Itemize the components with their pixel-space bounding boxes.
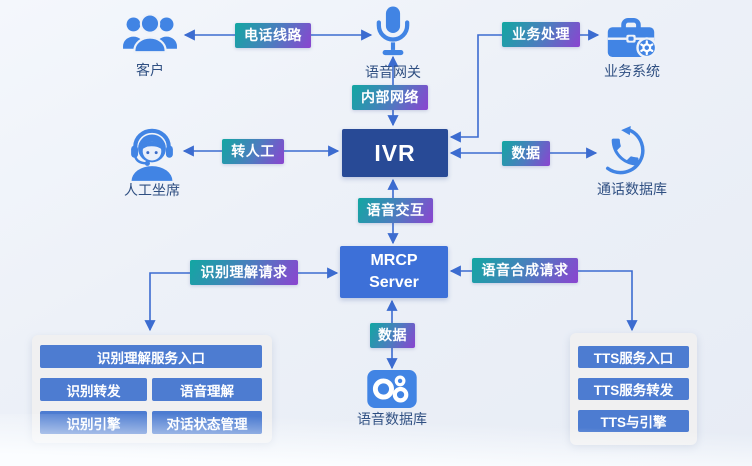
- recognition-engine-box: 识别引擎: [40, 411, 147, 434]
- agent-caption: 人工坐席: [124, 182, 180, 198]
- edge-label-phone-line: 电话线路: [235, 23, 311, 48]
- edge-label-data-right: 数据: [502, 141, 550, 166]
- customers-icon: [123, 14, 177, 54]
- tts-panel: TTS服务入口 TTS服务转发 TTS与引擎: [570, 333, 697, 445]
- asr-panel: 识别理解服务入口 识别转发 语音理解 识别引擎 对话状态管理: [32, 335, 272, 443]
- voice-database-icon: [367, 370, 417, 408]
- phone-sync-icon: [605, 126, 645, 175]
- asr-entry-box: 识别理解服务入口: [40, 345, 262, 368]
- tts-forward-box: TTS服务转发: [578, 378, 689, 400]
- toolbox-gear-icon: [607, 18, 657, 59]
- mrcp-server-box: MRCP Server: [340, 246, 448, 298]
- connector-business-processing: [449, 29, 600, 143]
- edge-label-to-agent: 转人工: [222, 139, 284, 164]
- edge-label-synthesis-request: 语音合成请求: [472, 258, 578, 283]
- edge-label-data-bottom: 数据: [370, 323, 415, 348]
- customers-caption: 客户: [136, 62, 164, 78]
- asr-forward-box: 识别转发: [40, 378, 147, 401]
- microphone-icon: [376, 6, 410, 56]
- call-database-caption: 通话数据库: [597, 181, 667, 197]
- tts-engine-box: TTS与引擎: [578, 410, 689, 432]
- voice-gateway-caption: 语音网关: [365, 64, 421, 80]
- edge-label-recognition-request: 识别理解请求: [190, 260, 298, 285]
- ivr-box: IVR: [342, 129, 448, 177]
- voice-database-caption: 语音数据库: [357, 411, 427, 427]
- edge-label-business-processing: 业务处理: [502, 22, 580, 47]
- agent-headset-icon: [131, 128, 173, 181]
- speech-understanding-box: 语音理解: [152, 378, 262, 401]
- business-system-caption: 业务系统: [604, 63, 660, 79]
- edge-label-voice-interaction: 语音交互: [358, 198, 433, 223]
- tts-entry-box: TTS服务入口: [578, 346, 689, 368]
- edge-label-internal-network: 内部网络: [352, 85, 428, 110]
- dialog-state-box: 对话状态管理: [152, 411, 262, 434]
